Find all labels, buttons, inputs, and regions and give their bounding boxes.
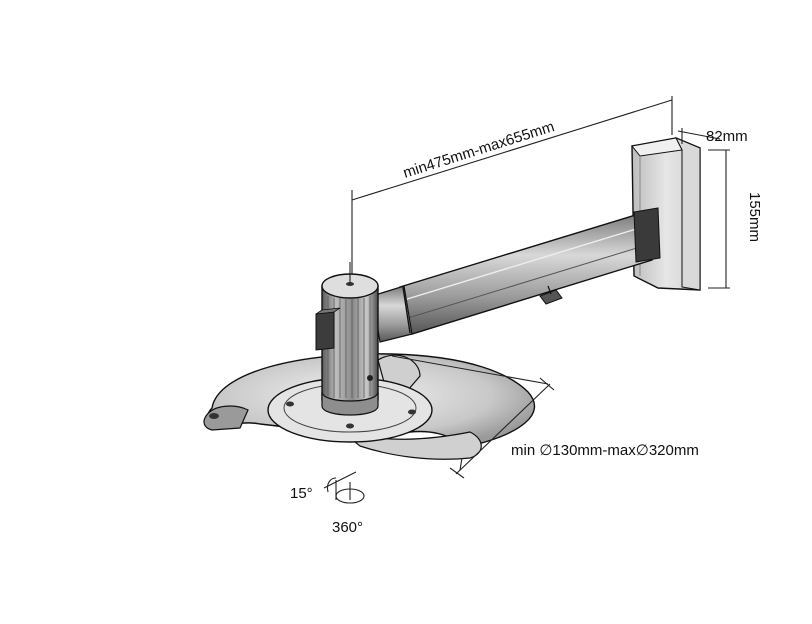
plate-height-label: 155mm: [746, 192, 763, 242]
tilt-angle-line: [323, 471, 357, 489]
plate-height-dimension: 155mm: [708, 149, 763, 289]
tilt-rotation-indicator: 15° 360°: [290, 471, 365, 536]
arm-length-dimension-line: [351, 99, 673, 201]
tilt-arc: [326, 477, 337, 493]
mount-column: [315, 262, 379, 416]
mount-diameter-label: min ∅130mm-max∅320mm: [511, 442, 699, 459]
plate-width-dimension: 82mm: [677, 128, 748, 145]
wall-plate: [631, 137, 701, 291]
mount-diameter-dimension: min ∅130mm-max∅320mm: [391, 355, 699, 479]
extension-arm: [371, 207, 661, 343]
arm-length-label: min475mm-max655mm: [401, 118, 556, 182]
tilt-label: 15°: [290, 485, 313, 502]
plate-width-label: 82mm: [706, 128, 748, 145]
rotation-label: 360°: [332, 519, 363, 536]
